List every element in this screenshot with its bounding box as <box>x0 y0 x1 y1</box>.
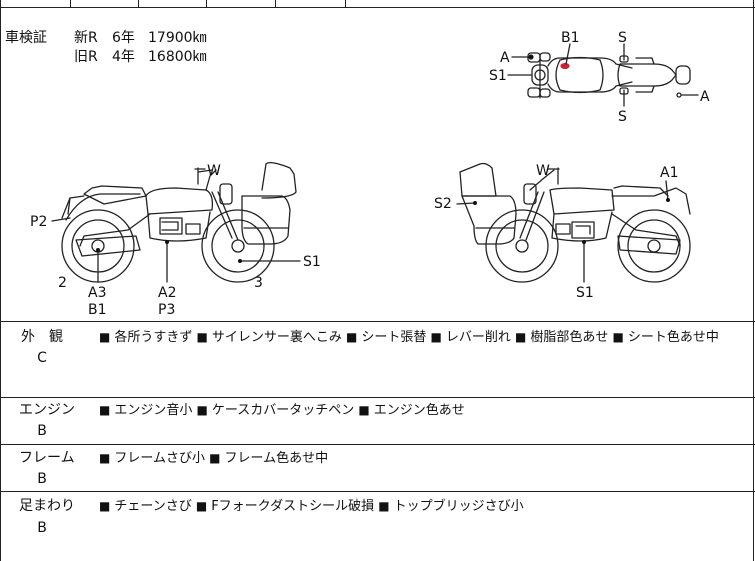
label-left-2: 2 <box>58 275 67 291</box>
condition-item: ■フレーム色あせ中 <box>209 451 328 466</box>
label-right-S2: S2 <box>434 196 452 212</box>
label-top-S1: S1 <box>489 68 507 84</box>
condition-item: ■サイレンサー裏へこみ <box>197 330 342 345</box>
condition-item-text: チェーンさび <box>114 499 192 514</box>
red-damage-marker <box>560 63 570 69</box>
label-top-S-bottom: S <box>618 109 627 125</box>
section-items-frame: ■フレームさび小 ■フレーム色あせ中 <box>99 447 749 470</box>
section-items-suspension: ■チェーンさび ■Fフォークダストシール破損 ■トップブリッジさび小 <box>99 495 749 518</box>
condition-item-text: 各所うすきず <box>114 330 193 345</box>
new-r-label: 新R <box>74 30 98 46</box>
condition-item: ■ケースカバータッチペン <box>197 403 355 418</box>
section-grade-exterior: C <box>37 350 47 366</box>
condition-item-text: 樹脂部色あせ <box>530 330 609 345</box>
condition-item: ■各所うすきず <box>99 330 192 345</box>
condition-item: ■樹脂部色あせ <box>515 330 608 345</box>
bullet-square-icon: ■ <box>99 403 111 417</box>
bullet-square-icon: ■ <box>99 330 111 344</box>
bullet-square-icon: ■ <box>430 330 442 344</box>
condition-item: ■チェーンさび <box>99 499 192 514</box>
bullet-square-icon: ■ <box>196 330 208 344</box>
condition-item: ■エンジン音小 <box>99 403 192 418</box>
label-right-W: W <box>536 163 550 179</box>
label-left-P2: P2 <box>30 214 47 230</box>
section-grade-suspension: B <box>37 520 47 536</box>
condition-item: ■Fフォークダストシール破損 <box>196 499 374 514</box>
header-col-divider <box>70 0 71 7</box>
bullet-square-icon: ■ <box>346 330 358 344</box>
condition-item-text: フレームさび小 <box>114 451 205 466</box>
new-r-km: 17900㎞ <box>148 30 207 46</box>
condition-item-text: エンジン音小 <box>114 403 193 418</box>
bullet-square-icon: ■ <box>99 499 111 513</box>
section-items-engine: ■エンジン音小 ■ケースカバータッチペン ■エンジン色あせ <box>99 399 749 422</box>
frame-right-border <box>753 0 754 561</box>
label-top-B1: B1 <box>561 30 580 46</box>
header-col-divider <box>275 0 276 7</box>
section-divider <box>0 444 755 445</box>
section-name-suspension: 足まわり <box>19 498 75 514</box>
condition-item-text: レバー削れ <box>445 330 511 345</box>
header-divider <box>0 7 755 8</box>
condition-item: ■エンジン色あせ <box>358 403 464 418</box>
label-left-A2: A2 <box>158 285 176 301</box>
label-top-A-right: A <box>700 89 710 105</box>
label-left-3: 3 <box>254 275 263 291</box>
bullet-square-icon: ■ <box>378 499 390 513</box>
condition-item-text: エンジン色あせ <box>373 403 465 418</box>
bullet-square-icon: ■ <box>612 330 624 344</box>
label-right-S1: S1 <box>576 285 594 301</box>
left-side-motorcycle-icon <box>61 162 297 283</box>
bullet-square-icon: ■ <box>99 451 111 465</box>
section-grade-engine: B <box>37 423 47 439</box>
condition-item-text: トップブリッジさび小 <box>393 499 524 514</box>
section-name-frame: フレーム <box>19 450 75 466</box>
section-name-engine: エンジン <box>19 402 75 418</box>
new-r-years: 6年 <box>112 30 135 46</box>
section-divider <box>0 491 755 492</box>
condition-item-text: Fフォークダストシール破損 <box>211 499 375 514</box>
bullet-square-icon: ■ <box>209 451 221 465</box>
old-r-years: 4年 <box>112 49 135 65</box>
right-side-motorcycle-icon <box>459 162 691 283</box>
bullet-square-icon: ■ <box>358 403 370 417</box>
condition-item: ■トップブリッジさび小 <box>378 499 523 514</box>
label-top-S: S <box>618 30 627 46</box>
header-col-divider <box>138 0 139 7</box>
section-grade-frame: B <box>37 471 47 487</box>
label-left-W: W <box>207 163 221 179</box>
label-right-A1: A1 <box>660 165 678 181</box>
frame-left-border <box>0 0 1 561</box>
header-col-divider <box>206 0 207 7</box>
damage-diagram: A B1 S S1 A S W P2 S1 2 3 A3 B1 A2 P3 W … <box>30 30 710 318</box>
condition-item: ■フレームさび小 <box>99 451 205 466</box>
old-r-km: 16800㎞ <box>148 49 207 65</box>
condition-item-text: シート色あせ中 <box>627 330 719 345</box>
section-items-exterior: ■各所うすきず ■サイレンサー裏へこみ ■シート張替 ■レバー削れ ■樹脂部色あ… <box>99 326 749 349</box>
section-divider <box>0 397 755 398</box>
section-name-exterior: 外 観 <box>21 329 63 345</box>
label-left-P3: P3 <box>158 302 175 318</box>
header-col-divider <box>345 0 346 7</box>
bullet-square-icon: ■ <box>195 499 208 513</box>
condition-item-text: フレーム色あせ中 <box>224 451 329 466</box>
old-r-label: 旧R <box>74 49 98 65</box>
diagram-divider <box>0 321 755 322</box>
top-view-motorcycle-icon <box>527 52 691 99</box>
label-left-A3: A3 <box>88 285 106 301</box>
condition-item: ■シート色あせ中 <box>613 330 719 345</box>
condition-item-text: サイレンサー裏へこみ <box>211 330 342 345</box>
inspection-label: 車検証 <box>5 30 47 46</box>
label-left-S1: S1 <box>303 254 321 270</box>
condition-item: ■シート張替 <box>346 330 426 345</box>
label-top-A-left: A <box>500 50 510 66</box>
bullet-square-icon: ■ <box>515 330 527 344</box>
label-left-B1: B1 <box>88 302 107 318</box>
condition-item-text: シート張替 <box>361 330 427 345</box>
condition-item-text: ケースカバータッチペン <box>211 403 355 418</box>
condition-item: ■レバー削れ <box>431 330 511 345</box>
bullet-square-icon: ■ <box>196 403 208 417</box>
